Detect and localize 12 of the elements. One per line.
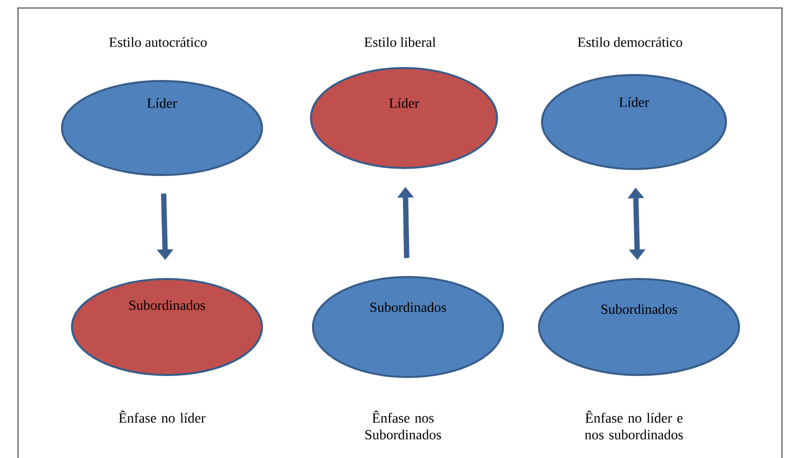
heading: Estilo liberal xyxy=(364,37,436,47)
node-label: Líder xyxy=(147,98,178,108)
node-label: Subordinados xyxy=(129,300,205,310)
node-label: Ênfase nos Subordinados xyxy=(365,410,441,440)
node-label: Subordinados xyxy=(370,302,446,312)
node-label: Líder xyxy=(619,97,650,107)
node-label: Líder xyxy=(389,98,420,108)
heading: Estilo democrático xyxy=(578,37,682,47)
node-label: Ênfase no líder e nos subordinados xyxy=(584,410,683,440)
heading: Estilo autocrático xyxy=(109,37,207,47)
node-label: Subordinados xyxy=(601,304,677,314)
node-label: Ênfase no líder xyxy=(118,410,206,423)
